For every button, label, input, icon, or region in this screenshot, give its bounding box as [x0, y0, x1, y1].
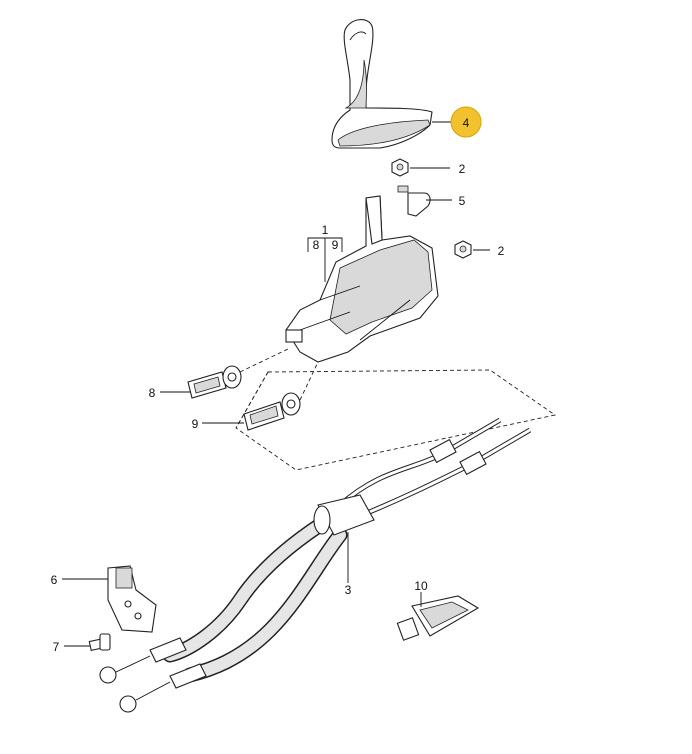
bush-part-9[interactable]: [243, 392, 301, 431]
callout-labels: 4 2 5 1 8 9 2 8 9 6 3 10 7: [51, 116, 505, 654]
callout-5[interactable]: 5: [459, 194, 466, 208]
callout-2-upper[interactable]: 2: [459, 162, 466, 176]
leader-lines: [62, 121, 490, 647]
callout-10[interactable]: 10: [414, 579, 428, 593]
bracket-part-6[interactable]: [107, 565, 157, 633]
assembly-guide-lines: [235, 347, 557, 471]
shifter-housing-part-1[interactable]: [285, 195, 439, 363]
callout-1-sub-8[interactable]: 8: [313, 238, 320, 252]
clip-part-5[interactable]: [397, 185, 431, 217]
nut-part-2-right[interactable]: [454, 240, 472, 259]
callout-8[interactable]: 8: [149, 386, 156, 400]
callout-7[interactable]: 7: [53, 640, 60, 654]
bush-part-8[interactable]: [187, 365, 242, 399]
callout-9[interactable]: 9: [192, 417, 199, 431]
callout-4[interactable]: 4: [463, 116, 470, 130]
paste-tube-part-10[interactable]: [396, 595, 480, 641]
callout-6[interactable]: 6: [51, 573, 58, 587]
callout-2-right[interactable]: 2: [498, 244, 505, 258]
gearshift-cables-part-3[interactable]: [99, 417, 532, 713]
nut-part-2-upper[interactable]: [391, 158, 409, 177]
bolt-part-7[interactable]: [88, 633, 111, 651]
callout-1[interactable]: 1: [322, 223, 329, 237]
highlight-marker[interactable]: [450, 106, 482, 138]
callout-1-sub-9[interactable]: 9: [332, 238, 339, 252]
gear-knob-part-4[interactable]: [331, 19, 433, 149]
callout-3[interactable]: 3: [345, 583, 352, 597]
